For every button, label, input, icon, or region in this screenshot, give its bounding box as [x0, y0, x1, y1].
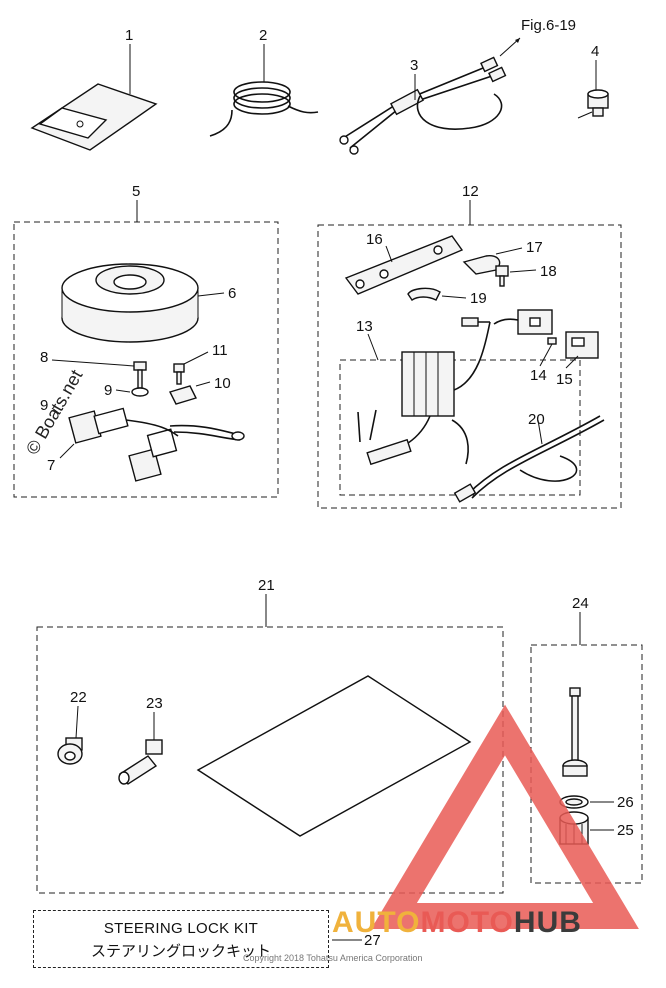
callout-3: 3	[410, 57, 418, 74]
group-box-21	[36, 626, 504, 894]
callout-23: 23	[146, 695, 163, 712]
callout-1: 1	[125, 27, 133, 44]
part-3-wire-harness	[339, 56, 507, 155]
callout-17: 17	[526, 239, 543, 256]
callout-4: 4	[591, 43, 599, 60]
automotohub-logo-text: AUTOMOTOHUB	[332, 906, 582, 939]
reference-fig: Fig.6-19	[521, 17, 576, 34]
callout-7: 7	[47, 457, 55, 474]
kit-title-en: STEERING LOCK KIT	[103, 920, 259, 937]
callout-20: 20	[528, 411, 545, 428]
callout-9-b: 9	[40, 397, 48, 414]
callout-9-a: 9	[104, 382, 112, 399]
callout-25: 25	[617, 822, 634, 839]
callout-18: 18	[540, 263, 557, 280]
callout-10: 10	[214, 375, 231, 392]
part-7-exciter-coils	[68, 407, 245, 482]
copyright-notice: Copyright 2018 Tohatsu America Corporati…	[243, 953, 423, 963]
part-23-fitting	[118, 739, 163, 785]
part-11-bolt	[173, 363, 185, 385]
part-17-clamp	[462, 255, 501, 275]
callout-12: 12	[462, 183, 479, 200]
callout-5: 5	[132, 183, 140, 200]
callout-11: 11	[212, 342, 228, 359]
callout-6: 6	[228, 285, 236, 302]
part-2-coil-cord	[209, 81, 319, 137]
part-16-bracket	[344, 235, 464, 295]
callout-2: 2	[259, 27, 267, 44]
part-10-clamp	[169, 385, 197, 405]
part-21-sheet	[196, 675, 472, 837]
callout-19: 19	[470, 290, 487, 307]
part-15-socket	[565, 331, 599, 359]
callout-16: 16	[366, 231, 383, 248]
part-8-screw	[133, 361, 147, 389]
part-4-standoff	[577, 89, 609, 119]
part-19-clip	[407, 287, 441, 301]
part-1-tool-pouch	[30, 83, 158, 151]
part-18-bolt	[495, 265, 509, 287]
callout-22: 22	[70, 689, 87, 706]
callout-8: 8	[40, 349, 48, 366]
callout-27: 27	[364, 932, 381, 949]
kit-title-jp: ステアリングロックキット	[90, 942, 271, 960]
part-6-flywheel	[61, 263, 199, 343]
part-26-ring	[559, 795, 589, 809]
callout-21: 21	[258, 577, 275, 594]
part-14-connector	[493, 309, 557, 345]
callout-15: 15	[556, 371, 573, 388]
callout-24: 24	[572, 595, 589, 612]
part-13-rectifier	[357, 317, 491, 466]
callout-13: 13	[356, 318, 373, 335]
part-24-lock-shaft	[562, 687, 588, 777]
automotohub-logo-mark	[371, 704, 639, 929]
part-20-lead-wire	[453, 415, 605, 503]
part-9-washer	[131, 387, 149, 397]
steering-lock-kit-box: STEERING LOCK KIT ステアリングロックキット	[33, 910, 329, 968]
callout-26: 26	[617, 794, 634, 811]
callout-14: 14	[530, 367, 547, 384]
part-22-plug	[57, 737, 83, 765]
group-box-5	[13, 221, 279, 498]
